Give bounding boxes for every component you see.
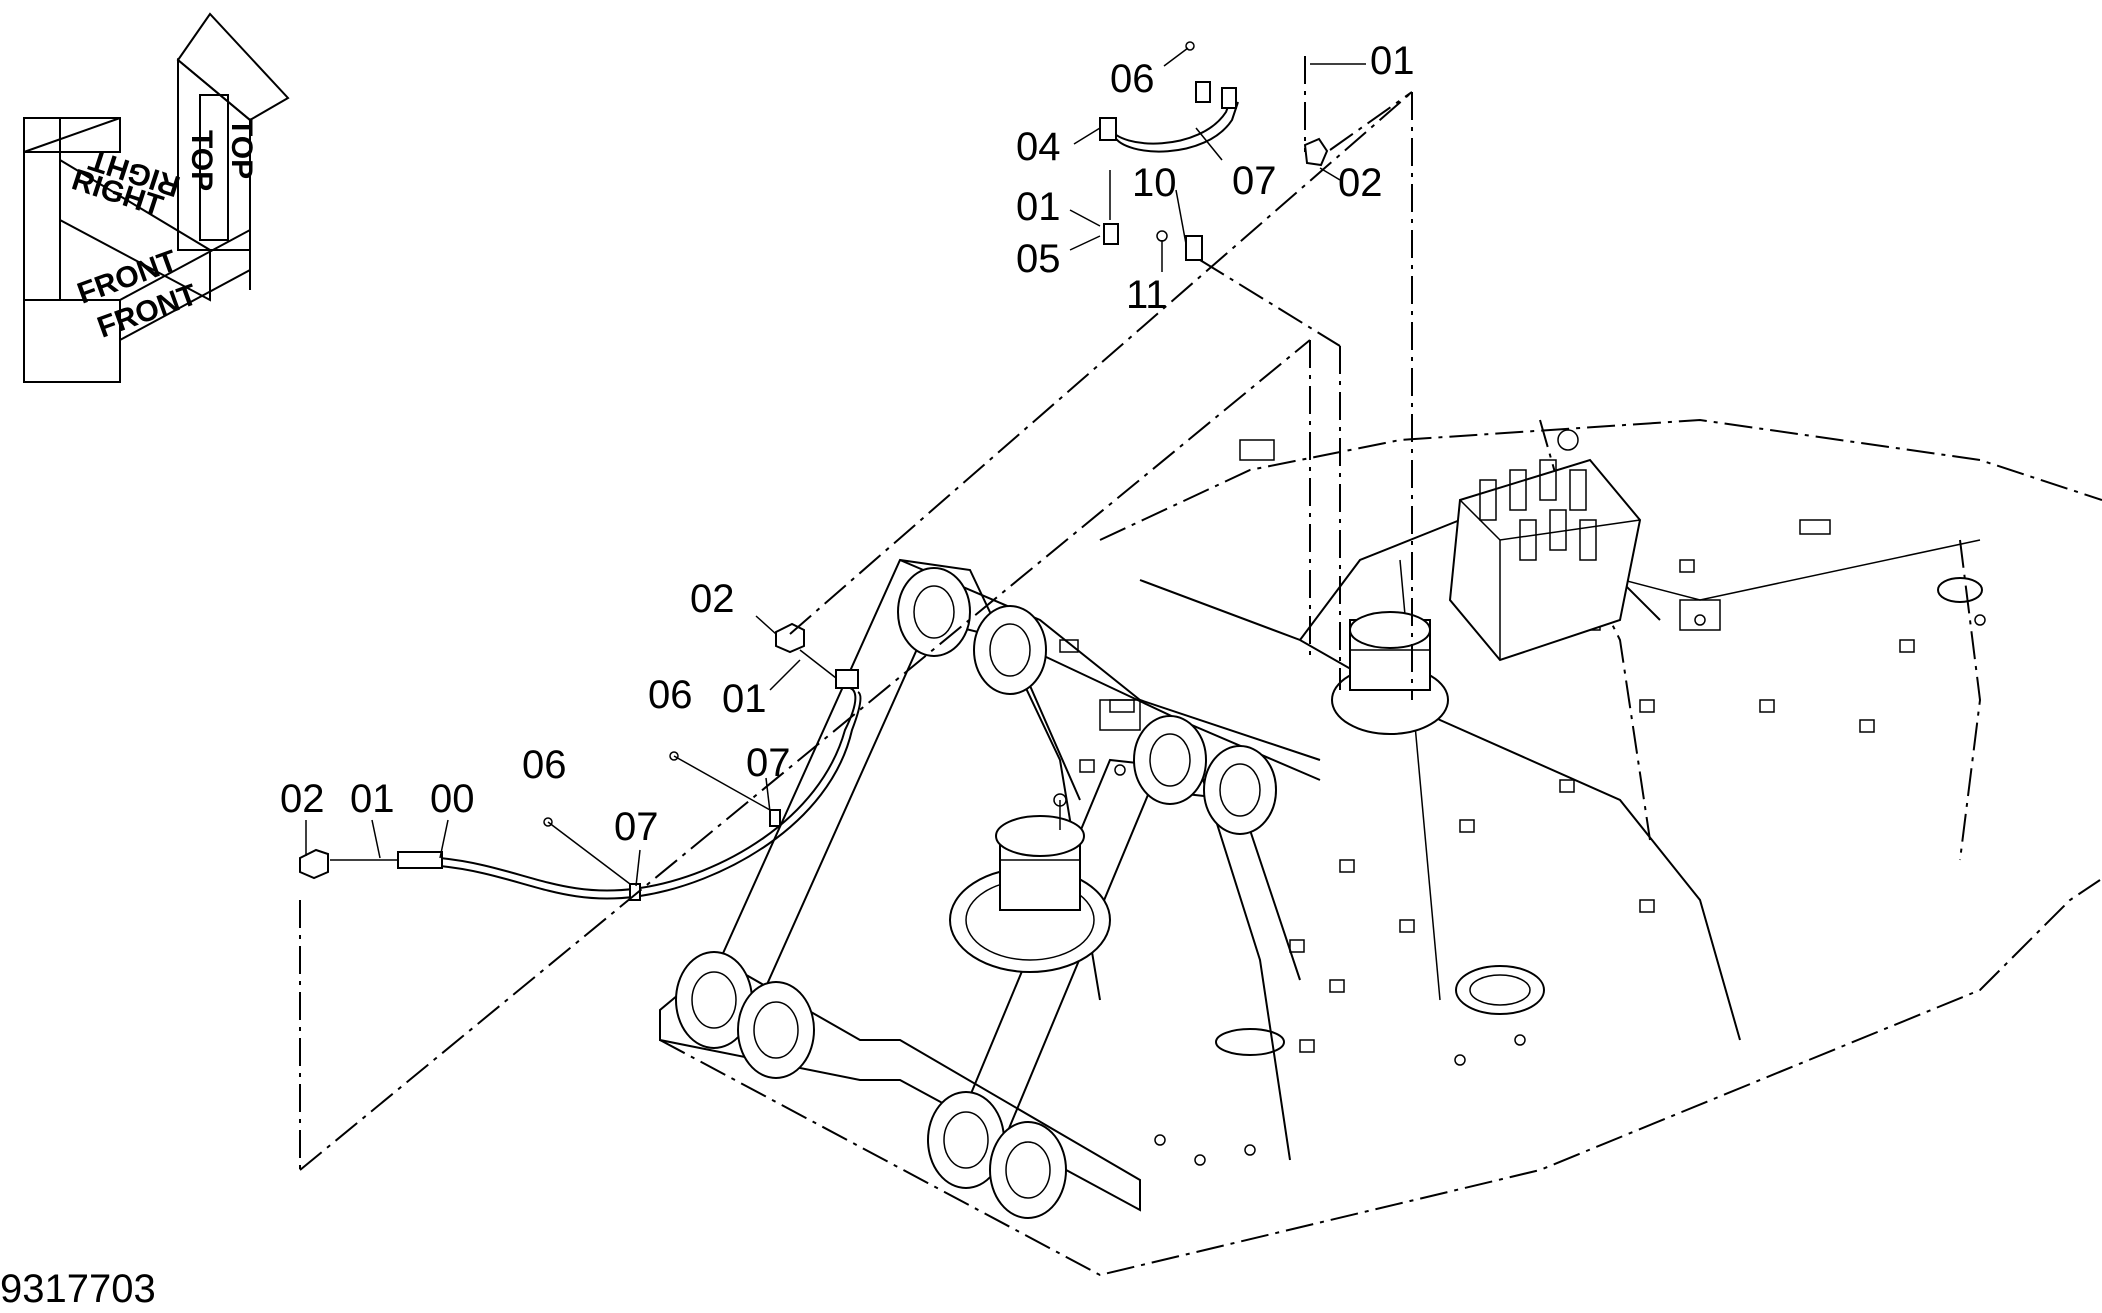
callout-04-top: 04 [1016, 125, 1061, 169]
callout-06-left-upper: 06 [648, 673, 693, 717]
callout-02-left-lower: 02 [280, 777, 325, 821]
top-label-mirror: TOP [185, 130, 218, 191]
callouts: 06 01 04 07 02 01 10 05 11 02 06 01 06 0… [280, 39, 1415, 849]
callout-01-left-lower: 01 [350, 777, 395, 821]
callout-11-top: 11 [1126, 273, 1168, 317]
upper-hose-assembly [1099, 41, 1329, 261]
callout-07-top: 07 [1232, 159, 1277, 203]
swing-motor-lower [949, 793, 1111, 973]
callout-02-top: 02 [1338, 161, 1383, 205]
callout-01-left-upper: 01 [722, 677, 767, 721]
drawing-number: 9317703 [0, 1267, 156, 1311]
swing-motor-upper [1331, 611, 1449, 735]
callout-07-left-upper: 07 [746, 741, 791, 785]
callout-05-top: 05 [1016, 237, 1061, 281]
callout-01-mid-top: 01 [1016, 185, 1061, 229]
callout-00-left-lower: 00 [430, 777, 475, 821]
callout-06-top: 06 [1110, 57, 1155, 101]
callout-07-left-lower: 07 [614, 805, 659, 849]
callout-06-left-lower: 06 [522, 743, 567, 787]
assembly-lines [299, 56, 1413, 1171]
leader-lines [305, 47, 1366, 887]
upper-frame [659, 418, 2102, 1277]
top-label: TOP [225, 118, 258, 179]
callout-02-left-upper: 02 [690, 577, 735, 621]
orientation-indicator: TOP TOP RIGHT RIGHT FRONT FRONT [23, 12, 290, 383]
callout-10-top: 10 [1132, 161, 1177, 205]
callout-01-top: 01 [1370, 39, 1415, 83]
control-valve [1448, 429, 1642, 662]
